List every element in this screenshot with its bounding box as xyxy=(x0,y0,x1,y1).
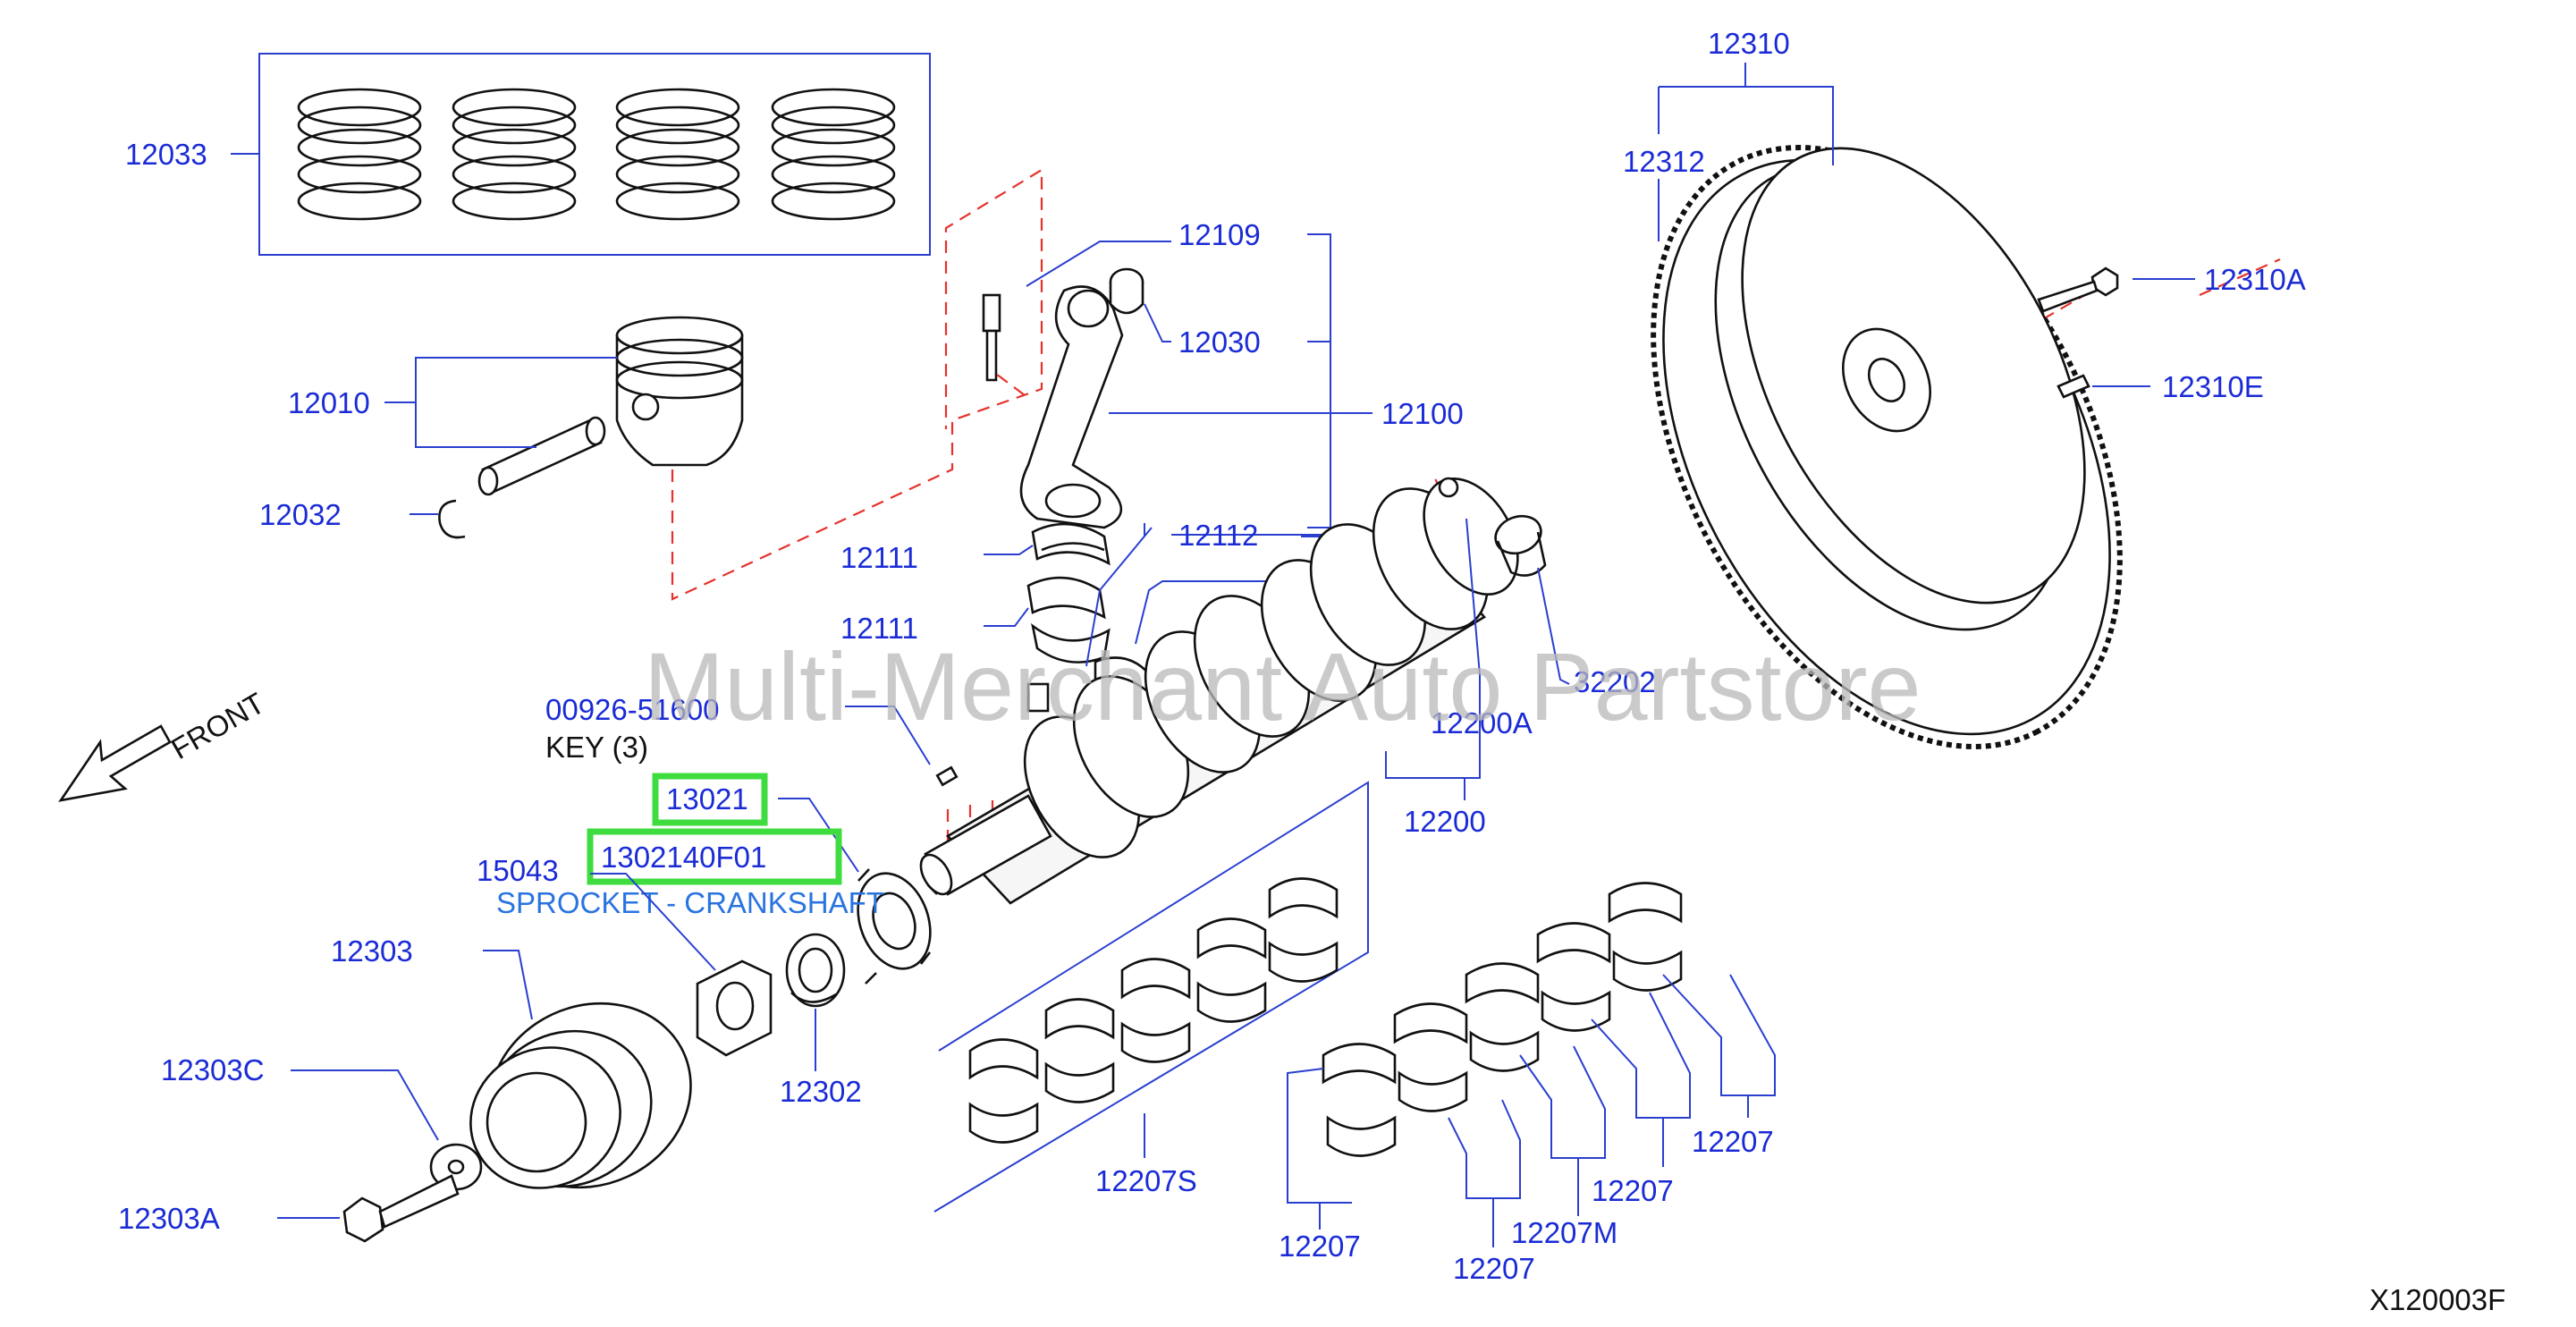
rod-bearing-upper[interactable]: 12111 xyxy=(840,522,1111,574)
label-12032[interactable]: 12032 xyxy=(259,498,342,531)
ring-set-4 xyxy=(771,88,896,221)
piston-ring-set-group[interactable]: 12033 xyxy=(125,53,931,256)
label-12310[interactable]: 12310 xyxy=(1708,27,1790,60)
flywheel-bolt-12310A[interactable]: 12310A xyxy=(2037,263,2306,313)
label-12100[interactable]: 12100 xyxy=(1381,397,1464,430)
assembly-dash-flywheel-bolt xyxy=(2199,258,2281,297)
crank-pulley-12303[interactable]: 12303 xyxy=(331,934,721,1220)
label-13021[interactable]: 13021 xyxy=(666,782,748,816)
label-12200A[interactable]: 12200A xyxy=(1431,706,1533,740)
label-12033[interactable]: 12033 xyxy=(125,138,207,171)
rod-bearing-lower[interactable]: 12111 xyxy=(840,576,1111,664)
label-key-qty: KEY (3) xyxy=(545,731,648,764)
label-12207-a[interactable]: 12207 xyxy=(1279,1230,1361,1263)
label-12303A[interactable]: 12303A xyxy=(118,1202,220,1235)
label-12312[interactable]: 12312 xyxy=(1623,145,1705,178)
assembly-dash-piston xyxy=(671,168,1043,601)
keys-00926[interactable]: 00926-51600 KEY (3) xyxy=(545,693,959,787)
label-12010[interactable]: 12010 xyxy=(288,386,370,419)
front-seal-12302[interactable]: 12302 xyxy=(780,933,862,1108)
label-12207S[interactable]: 12207S xyxy=(1095,1164,1197,1197)
label-12303C[interactable]: 12303C xyxy=(161,1053,265,1086)
sprocket-gear xyxy=(857,868,938,985)
piston-pin xyxy=(477,416,606,496)
crankshaft-sprocket-group[interactable]: 13021 1302140F01 SPROCKET - CRANKSHAFT xyxy=(496,773,943,985)
ring-set-2 xyxy=(452,88,577,221)
rod-bolt xyxy=(982,293,1001,382)
label-sprocket-crankshaft: SPROCKET - CRANKSHAFT xyxy=(496,886,884,919)
ring-set-3 xyxy=(615,88,740,221)
label-12111-lower[interactable]: 12111 xyxy=(840,612,918,645)
label-12207-d[interactable]: 12207 xyxy=(1692,1125,1774,1158)
assembly-dash-flywheel xyxy=(2006,290,2093,341)
label-12030[interactable]: 12030 xyxy=(1178,325,1261,359)
crankshaft-group[interactable]: 32202 12200A 12200 xyxy=(915,462,1656,905)
label-12302[interactable]: 12302 xyxy=(780,1075,862,1108)
rod-bushing-12030 xyxy=(1109,267,1144,315)
highlight-13021 xyxy=(652,773,768,826)
front-direction-indicator: FRONT xyxy=(58,686,270,802)
main-bearing-set-12207[interactable]: 12207 12207 12207M 12207 12207 xyxy=(1279,882,1776,1286)
label-12207M[interactable]: 12207M xyxy=(1511,1216,1617,1249)
spacer-15043[interactable]: 15043 xyxy=(477,854,773,1057)
front-arrow-icon xyxy=(58,724,172,802)
diagram-code: X120003F xyxy=(2369,1283,2505,1316)
label-12109[interactable]: 12109 xyxy=(1178,218,1261,251)
label-12207-b[interactable]: 12207 xyxy=(1453,1252,1535,1285)
connecting-rod-group[interactable]: 12109 12030 12100 xyxy=(982,218,1464,529)
label-00926-51600[interactable]: 00926-51600 xyxy=(545,693,720,726)
label-12310E[interactable]: 12310E xyxy=(2162,370,2264,403)
label-32202[interactable]: 32202 xyxy=(1574,665,1656,698)
label-12207-c[interactable]: 12207 xyxy=(1592,1174,1674,1207)
dowel-pin-12310E[interactable]: 12310E xyxy=(2057,370,2264,403)
crank-webs xyxy=(1023,478,1519,858)
label-12303[interactable]: 12303 xyxy=(331,934,413,968)
pulley-washer-12303C[interactable]: 12303C xyxy=(161,1053,483,1191)
label-12112[interactable]: 12112 xyxy=(1178,519,1258,552)
piston-group[interactable]: 12010 xyxy=(288,316,744,496)
label-front: FRONT xyxy=(165,686,270,765)
label-12310A[interactable]: 12310A xyxy=(2204,263,2306,296)
snap-ring-12032[interactable]: 12032 xyxy=(259,498,466,539)
highlight-1302140F01 xyxy=(587,828,842,885)
ring-set-1 xyxy=(297,88,422,221)
label-1302140F01[interactable]: 1302140F01 xyxy=(601,841,766,874)
watermark-text: Multi-Merchant Auto Partstore xyxy=(644,632,1921,740)
bearing-shells-s xyxy=(968,877,1339,1144)
pilot-bushing-32202 xyxy=(1494,514,1547,577)
label-15043[interactable]: 15043 xyxy=(477,854,559,887)
pulley-bolt-12303A[interactable]: 12303A xyxy=(118,1174,460,1243)
main-bearing-set-12207S[interactable]: 12207S xyxy=(933,781,1369,1213)
label-12200[interactable]: 12200 xyxy=(1404,805,1486,838)
label-12111-upper[interactable]: 12111 xyxy=(840,541,918,574)
flywheel-group[interactable]: 12310 12312 xyxy=(1558,27,2215,825)
